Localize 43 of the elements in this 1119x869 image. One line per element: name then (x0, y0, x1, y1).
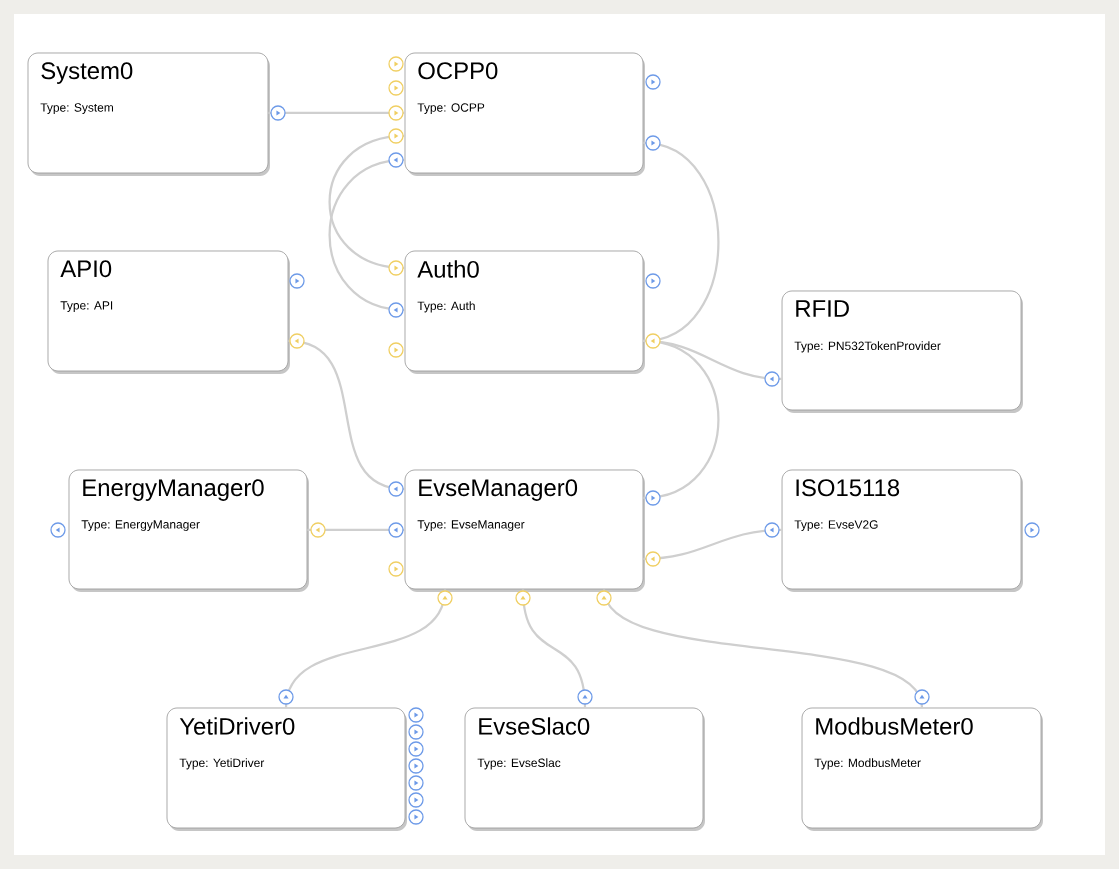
connector-line (288, 339, 405, 491)
module-box (27, 52, 270, 176)
module-box (404, 52, 645, 176)
connector-line (602, 589, 924, 708)
connector-line (268, 111, 405, 115)
module-type: Type: ModbusMeter (814, 758, 921, 770)
module-title: RFID (796, 300, 849, 317)
module-title: API0 (60, 260, 112, 278)
module-box (801, 707, 1043, 831)
module-type: Type: OCPP (417, 103, 485, 115)
connector-line (521, 589, 587, 708)
module-type: Type: System (40, 103, 113, 115)
module-type: Type: Auth (417, 301, 475, 313)
module-title: EvseManager0 (419, 479, 578, 501)
connector-line (328, 134, 405, 270)
module-box (404, 250, 645, 374)
module-type: Type: API (60, 301, 113, 312)
module-type: Type: EvseV2G (794, 520, 878, 532)
module-box (781, 290, 1023, 413)
module-type: Type: PN532TokenProvider (794, 341, 941, 353)
module-type: Type: YetiDriver (179, 758, 265, 770)
module-type: Type: EnergyManager (81, 520, 200, 531)
module-box (464, 707, 705, 831)
module-title: System0 (41, 62, 133, 84)
module-title: EnergyManager0 (83, 479, 264, 501)
module-box (47, 250, 290, 374)
connector-line (284, 589, 447, 708)
module-title: YetiDriver0 (179, 717, 295, 735)
module-title: OCPP0 (418, 62, 498, 80)
connector-line (643, 141, 720, 343)
module-title: EvseSlac0 (479, 717, 590, 735)
connector-line (307, 528, 405, 532)
connector-line (643, 528, 782, 561)
module-type: Type: EvseManager (417, 520, 525, 531)
module-title: ModbusMeter0 (816, 717, 973, 735)
module-box (68, 469, 309, 592)
module-title: Auth0 (417, 260, 479, 278)
module-type: Type: EvseSlac (477, 758, 561, 770)
module-box (781, 469, 1023, 592)
module-title: ISO15118 (796, 479, 900, 497)
module-box (404, 469, 645, 592)
module-box (166, 707, 407, 831)
connector-line (328, 158, 405, 312)
